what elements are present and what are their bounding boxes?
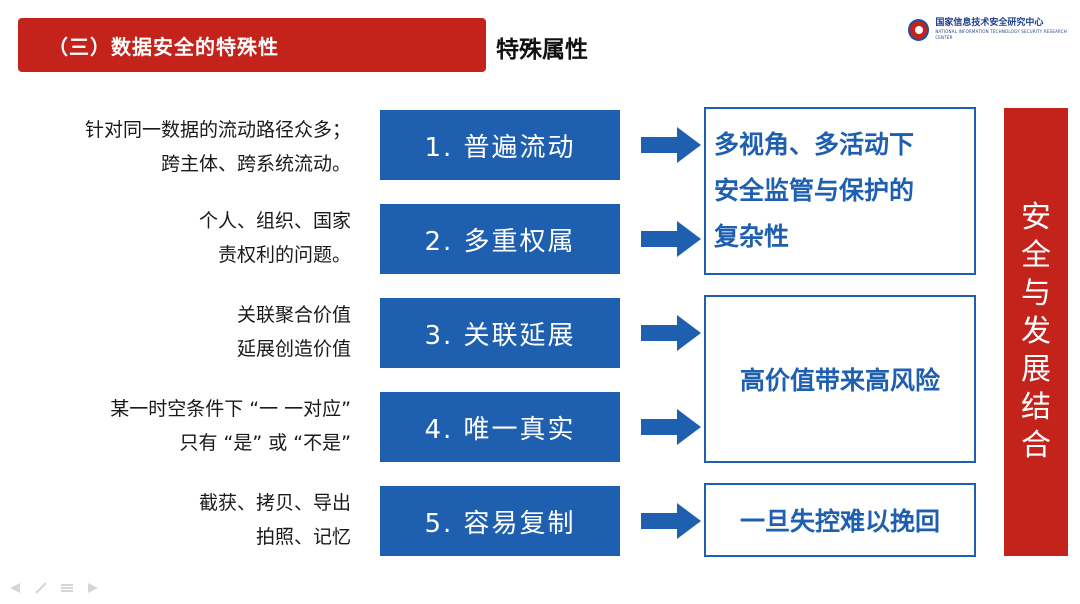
desc-line: 责权利的问题。 (217, 244, 351, 266)
feature-box-5: 5. 容易复制 (380, 486, 620, 556)
side-label-security-development: 安 全 与 发 展 结 合 (1004, 108, 1068, 556)
result-box-complexity: 多视角、多活动下 安全监管与保护的 复杂性 (704, 107, 976, 275)
pen-icon[interactable] (34, 582, 48, 594)
desc-line: 关联聚合价值 (236, 304, 351, 326)
desc-line: 个人、组织、国家 (198, 210, 351, 232)
slideshow-toolbar (8, 582, 100, 594)
next-icon[interactable] (86, 582, 100, 594)
section-title-banner: （三）数据安全的特殊性 (18, 18, 486, 72)
result-box-high-risk: 高价值带来高风险 (704, 295, 976, 463)
desc-line: 截获、拷贝、导出 (198, 492, 351, 514)
right-arrow-icon (641, 127, 701, 163)
side-char: 与 (1021, 276, 1051, 311)
page-subtitle: 特殊属性 (496, 37, 588, 63)
row-1-description: 针对同一数据的流动路径众多； 跨主体、跨系统流动。 (85, 113, 351, 181)
menu-icon[interactable] (60, 582, 74, 594)
section-title: （三）数据安全的特殊性 (48, 34, 279, 59)
row-5-description: 截获、拷贝、导出 拍照、记忆 (199, 486, 351, 554)
result-box-irreversible: 一旦失控难以挽回 (704, 483, 976, 557)
row-3-description: 关联聚合价值 延展创造价值 (237, 298, 351, 366)
seal-icon (908, 18, 930, 41)
feature-box-2: 2. 多重权属 (380, 204, 620, 274)
right-arrow-icon (641, 503, 701, 539)
org-logo: 国家信息技术安全研究中心 NATIONAL INFORMATION TECHNO… (908, 18, 1080, 41)
right-arrow-icon (641, 315, 701, 351)
result-line: 多视角、多活动下 (714, 130, 915, 159)
feature-box-1: 1. 普遍流动 (380, 110, 620, 180)
desc-line: 针对同一数据的流动路径众多； (84, 119, 351, 141)
feature-box-3: 3. 关联延展 (380, 298, 620, 368)
right-arrow-icon (641, 409, 701, 445)
feature-box-4: 4. 唯一真实 (380, 392, 620, 462)
desc-line: 拍照、记忆 (255, 526, 351, 548)
side-char: 全 (1021, 238, 1051, 273)
desc-line: 只有 “是” 或 “不是” (179, 432, 352, 454)
side-char: 安 (1021, 200, 1051, 235)
row-4-description: 某一时空条件下 “一 一对应” 只有 “是” 或 “不是” (110, 392, 351, 460)
side-char: 结 (1021, 390, 1051, 425)
result-line: 安全监管与保护的 (714, 176, 915, 205)
side-char: 展 (1021, 352, 1051, 387)
desc-line: 跨主体、跨系统流动。 (160, 153, 351, 175)
desc-line: 延展创造价值 (236, 338, 351, 360)
org-name-cn: 国家信息技术安全研究中心 (935, 18, 1044, 28)
prev-icon[interactable] (8, 582, 22, 594)
side-char: 合 (1021, 428, 1051, 463)
right-arrow-icon (641, 221, 701, 257)
side-char: 发 (1021, 314, 1051, 349)
desc-line: 某一时空条件下 “一 一对应” (110, 398, 351, 420)
org-name-en: NATIONAL INFORMATION TECHNOLOGY SECURITY… (935, 29, 1067, 40)
row-2-description: 个人、组织、国家 责权利的问题。 (199, 204, 351, 272)
result-line: 复杂性 (714, 222, 790, 251)
